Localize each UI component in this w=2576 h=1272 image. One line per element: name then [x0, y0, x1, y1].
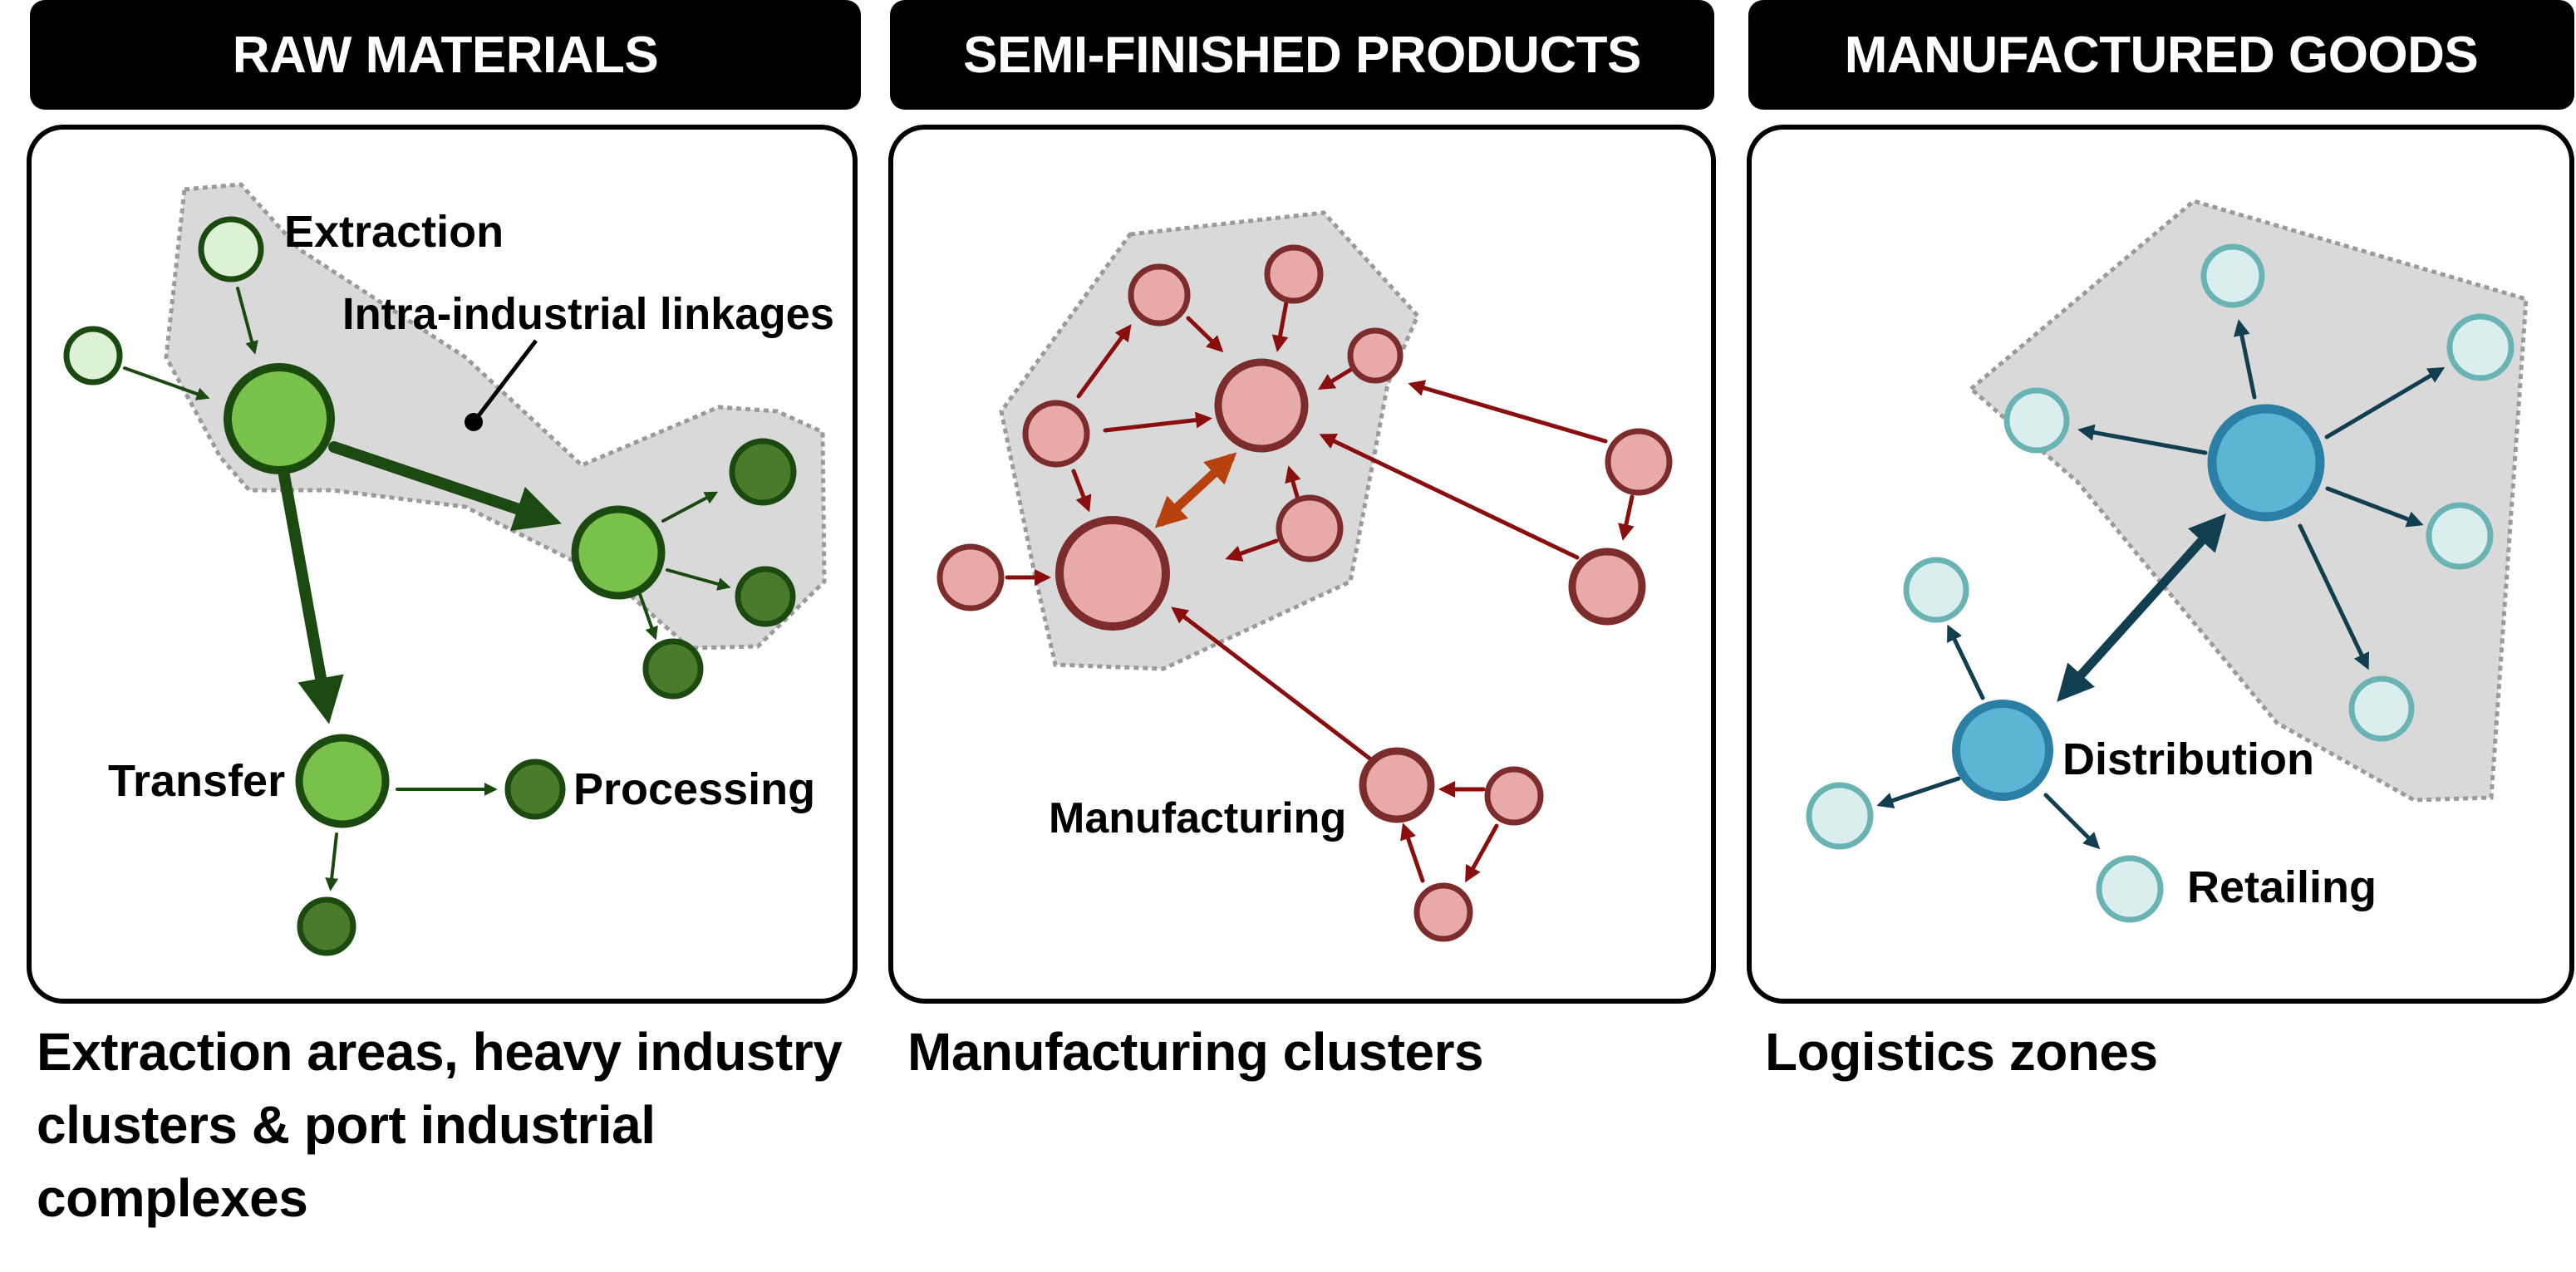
arrow-hub-to-transfer-node	[278, 469, 344, 724]
arrow-d-left	[1876, 776, 1961, 809]
node-g-top	[2200, 243, 2265, 308]
manufactured-goods-diagram: Distribution Retailing	[1806, 199, 2529, 923]
label-manufacturing: Manufacturing	[1049, 794, 1346, 842]
node-m-4	[1022, 400, 1090, 468]
caption-raw-line-3: complexes	[37, 1168, 308, 1228]
arrow-g-up	[2234, 319, 2257, 400]
node-retailing	[2096, 855, 2164, 923]
arrow-m-e	[1103, 411, 1212, 433]
node-g-topright	[2446, 313, 2515, 381]
node-dark-2	[735, 566, 796, 627]
linkages-pointer	[472, 339, 538, 424]
node-g-left	[2003, 387, 2070, 454]
arrow-m-j	[1408, 380, 1608, 444]
arrow-g-upright	[2324, 366, 2446, 440]
node-m-6	[937, 543, 1005, 611]
arrow-m-a	[1076, 324, 1132, 399]
arrow-m-o	[1465, 823, 1499, 883]
arrow-m-f	[1071, 469, 1092, 513]
node-m-7	[1605, 428, 1673, 496]
arrow-transfer-to-dark	[325, 832, 339, 891]
raw-materials-diagram: Extraction Intra-industrial linkages Tra…	[63, 182, 834, 956]
arrow-m-l	[1618, 494, 1635, 541]
node-transfer	[295, 734, 390, 828]
caption-semi-finished-products: Manufacturing clusters	[907, 1015, 1730, 1088]
arrow-m-accent	[1154, 452, 1237, 528]
arrow-processing-to-dark-3	[638, 592, 658, 641]
caption-manufactured-goods: Logistics zones	[1765, 1015, 2571, 1088]
node-dark-3	[642, 638, 704, 700]
node-processing	[504, 759, 566, 820]
node-d-up	[1903, 557, 1969, 623]
arrow-processing-to-dark-1	[661, 491, 719, 523]
arrow-m-c	[1271, 300, 1289, 352]
node-m-hub-upper	[1214, 358, 1309, 453]
linkages-pointer-dot	[465, 413, 483, 431]
label-processing: Processing	[573, 764, 815, 814]
header-manufactured-goods: MANUFACTURED GOODS	[1748, 0, 2574, 110]
caption-raw-materials: Extraction areas, heavy industry cluster…	[37, 1015, 868, 1235]
arrow-m-k	[1319, 434, 1580, 560]
arrow-m-g	[1225, 538, 1279, 562]
arrow-m-p	[1400, 823, 1425, 883]
semi-finished-diagram: Manufacturing	[937, 210, 1673, 942]
arrow-d-right	[2043, 793, 2101, 850]
node-d-left	[1806, 782, 1874, 850]
label-extraction: Extraction	[284, 207, 504, 257]
node-m-9	[1484, 766, 1544, 826]
node-hub	[224, 363, 335, 474]
node-g-hub	[2207, 404, 2325, 522]
node-extraction	[198, 216, 264, 282]
arrow-d-up	[1947, 624, 1985, 700]
arrow-hub-to-processing-node	[328, 441, 562, 532]
caption-raw-line-1: Extraction areas, heavy industry	[37, 1022, 843, 1082]
node-manufacturing	[1359, 747, 1435, 823]
arrow-g-right	[2325, 486, 2424, 528]
arrow-m-b	[1186, 316, 1224, 353]
arrow-small-to-hub	[123, 366, 210, 400]
node-m-hub-lower	[1055, 516, 1170, 631]
node-m-8	[1568, 548, 1646, 626]
arrow-processing-to-dark-2	[666, 568, 731, 591]
arrow-m-m	[1171, 607, 1378, 765]
node-distribution	[1952, 700, 2053, 801]
label-distribution: Distribution	[2062, 734, 2314, 784]
node-g-bottomright	[2348, 675, 2415, 742]
header-raw-materials: RAW MATERIALS	[30, 0, 861, 110]
header-semi-finished-products: SEMI-FINISHED PRODUCTS	[890, 0, 1714, 110]
node-m-5	[1276, 494, 1344, 562]
arrow-extraction-to-hub	[236, 287, 258, 355]
arrow-m-h	[1285, 465, 1301, 502]
node-processing-cluster	[571, 505, 666, 600]
label-transfer: Transfer	[108, 756, 285, 806]
arrow-g-left	[2077, 424, 2208, 455]
node-m-10	[1413, 882, 1473, 942]
node-dark-bottom	[297, 896, 356, 956]
caption-goods-line-1: Logistics zones	[1765, 1022, 2158, 1082]
label-retailing: Retailing	[2187, 862, 2377, 912]
node-m-2	[1264, 244, 1324, 304]
node-m-3	[1347, 327, 1404, 384]
node-dark-1	[729, 438, 797, 506]
arrow-distribution-hub-link	[2057, 513, 2226, 702]
caption-semi-line-1: Manufacturing clusters	[907, 1022, 1484, 1082]
arrow-g-downright	[2298, 523, 2370, 670]
node-g-right	[2426, 502, 2494, 570]
node-extraction-small	[63, 326, 123, 386]
caption-raw-line-2: clusters & port industrial	[37, 1095, 656, 1155]
label-intra-industrial-linkages: Intra-industrial linkages	[342, 289, 834, 339]
arrow-m-d	[1317, 366, 1354, 390]
node-m-1	[1128, 263, 1191, 327]
